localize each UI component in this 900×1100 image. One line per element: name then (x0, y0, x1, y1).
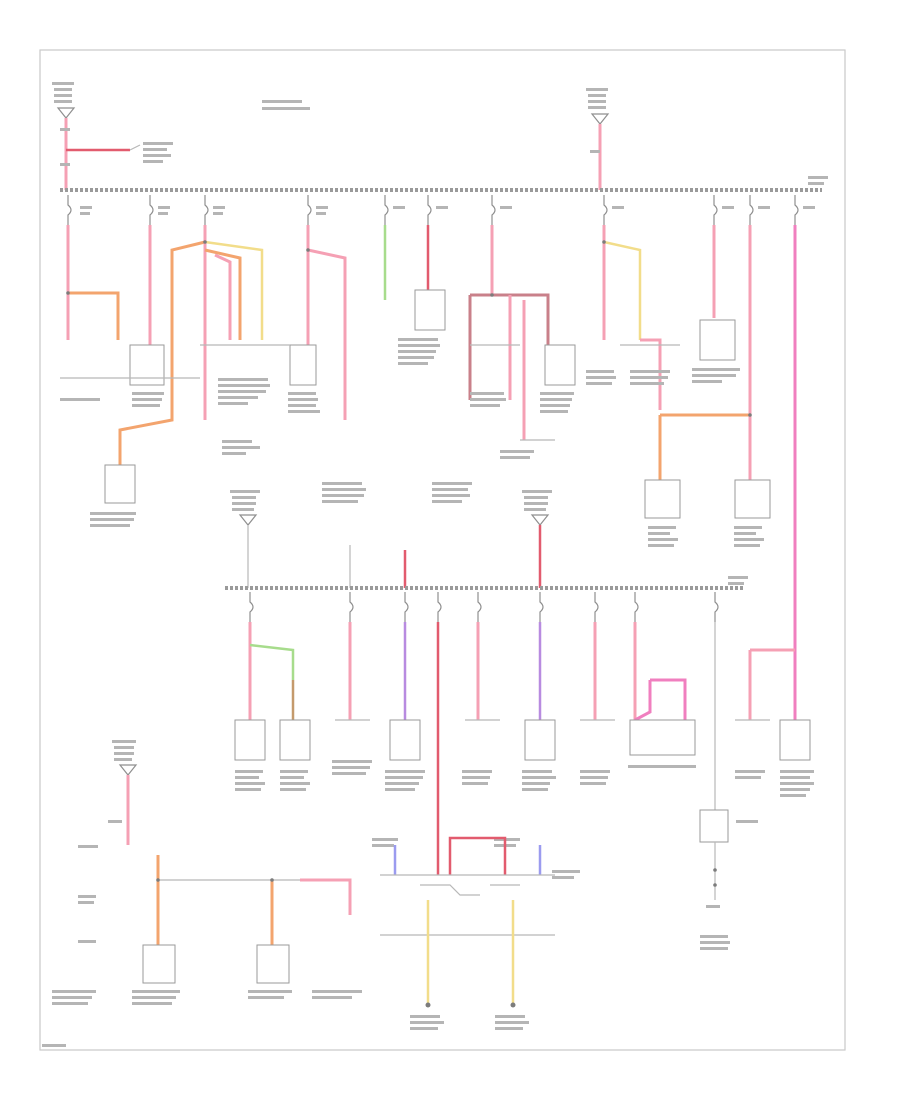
lower-component-labels (235, 760, 814, 797)
component-box (699, 319, 736, 361)
component-box (644, 479, 681, 519)
component-box (779, 719, 811, 761)
bottom-left-power-source (52, 740, 362, 1005)
upper-branch-wires (66, 225, 797, 720)
component-box (629, 719, 696, 756)
legend-notes (262, 100, 310, 110)
upper-components (60, 289, 771, 519)
component-box (524, 719, 556, 761)
page-reference-mark (42, 1044, 66, 1047)
top-right-power-source (586, 88, 610, 190)
upper-fuses (67, 195, 815, 225)
upper-junction-nodes (66, 240, 752, 417)
component-box (104, 464, 136, 504)
bottom-right-switch (699, 809, 758, 950)
component-box (234, 719, 266, 761)
lower-components (234, 719, 811, 761)
component-box (289, 344, 317, 386)
upper-component-labels (60, 338, 764, 547)
bottom-center-relays (372, 836, 580, 1030)
component-box (544, 344, 576, 386)
diagram-frame (39, 49, 846, 1051)
lower-branch-wires (248, 622, 795, 875)
component-box (414, 289, 446, 331)
top-left-power-source (52, 82, 173, 190)
component-box (279, 719, 311, 761)
middle-power-sources (230, 482, 552, 588)
component-box (389, 719, 421, 761)
lower-fuses (249, 592, 719, 622)
component-box (734, 479, 771, 519)
component-box (129, 344, 165, 386)
